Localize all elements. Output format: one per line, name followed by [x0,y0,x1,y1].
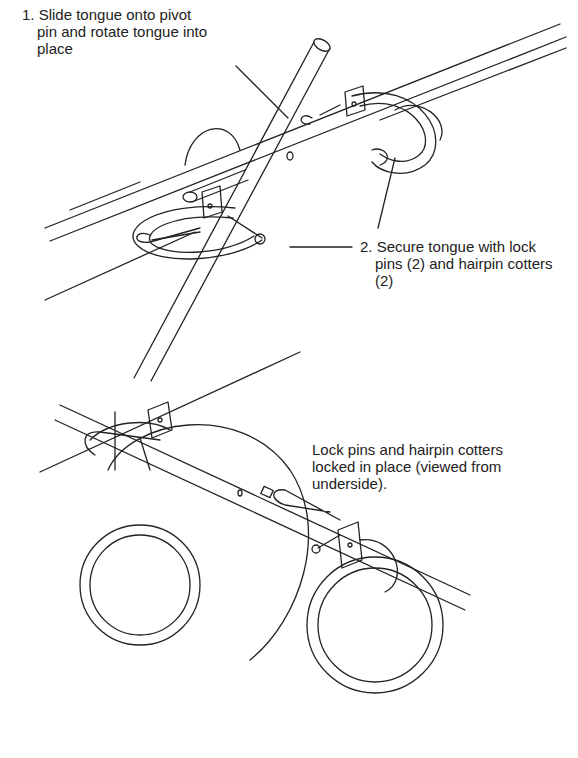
leader-line [236,66,288,118]
note-label: 1. Slide tongue onto pivot pin and rotat… [22,6,212,57]
note-label: 2. Secure tongue with lock pins (2) and … [360,238,565,289]
top-assembly [45,24,566,381]
leader-line [378,158,395,228]
note-label: Lock pins and hairpin cotters locked in … [312,441,542,492]
bottom-assembly [40,352,470,693]
leader-line [290,246,352,247]
